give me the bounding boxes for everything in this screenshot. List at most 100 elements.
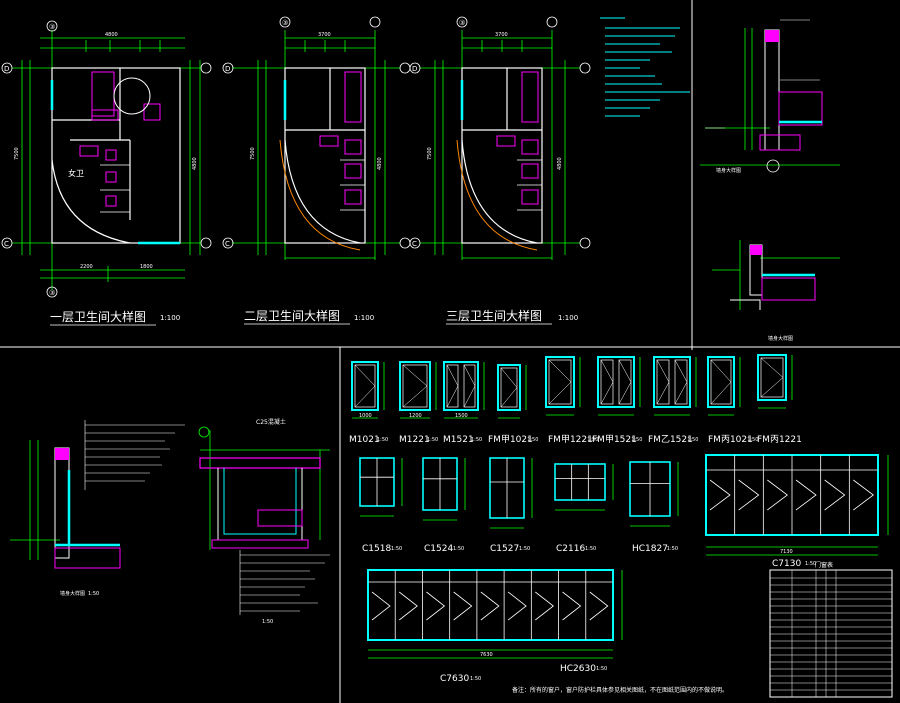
door-scale: 1:50 (527, 437, 538, 443)
window-c7130-code: C7130 (772, 559, 801, 569)
door-swing-mark (618, 359, 632, 405)
door-code: FM丙1021 (708, 434, 753, 445)
plan-3-fixtures (496, 71, 539, 205)
door-code: FM乙1521 (648, 434, 693, 445)
plan-3-dim-width: 3700 (495, 32, 508, 38)
door-frame (597, 356, 635, 408)
plan-3-title: 三层卫生间大样图 (446, 308, 542, 323)
door-scale: 1:50 (471, 437, 482, 443)
pit-lining (223, 468, 297, 535)
door-code: FM甲1521 (592, 434, 637, 445)
plan-3-dim-mid: 4800 (557, 157, 563, 170)
door-scale: 1:50 (377, 437, 388, 443)
door-frame (351, 361, 379, 411)
door-swing-mark (760, 357, 784, 398)
plan-1-windows (50, 80, 180, 245)
pit-sump (257, 509, 303, 527)
door-frame (443, 361, 479, 411)
door-swing-mark (710, 359, 732, 405)
door-swing-mark (402, 364, 428, 408)
door-frame (707, 356, 735, 408)
door-code: M1021 (349, 435, 380, 445)
pit-leaders (239, 550, 330, 615)
c7630-chevron (535, 591, 554, 621)
door-code: FM甲1021 (488, 434, 533, 445)
c7130-chevron (709, 479, 731, 511)
plan-3-walls (461, 67, 543, 244)
door-swing-mark (656, 359, 670, 405)
schedule-frame (769, 569, 893, 698)
window-scale: 1:50 (585, 546, 596, 552)
window-c7130: 7130 C7130 1:50 (705, 454, 889, 569)
window-code: C2116 (556, 544, 585, 554)
plan-1-axis-d: D (4, 65, 9, 73)
window-scale: 1:50 (519, 546, 530, 552)
door-window-schedule: 门窗表 (769, 561, 893, 698)
wall-detail-leaders (84, 420, 185, 490)
door-frame (757, 354, 787, 401)
design-notes-block (600, 17, 690, 117)
door-frame (399, 361, 431, 411)
pit-detail: C25混凝土 1:50 (198, 418, 330, 625)
plan-2-stalls (340, 159, 365, 211)
wall-section-upper-footing (759, 134, 801, 151)
door-scale: 1:50 (587, 437, 598, 443)
window-c7130-dim: 7130 (780, 549, 793, 555)
door-swing-mark (548, 359, 572, 405)
schedule-footnote: 备注：所有的窗户，窗户防护栏具体参见相关图纸，不在图纸范围内的不做说明。 (512, 686, 728, 694)
wall-detail-cap (55, 448, 69, 460)
plan-1-dim-mid: 4800 (192, 157, 198, 170)
door-8: FM丙1221 (757, 354, 802, 445)
c7130-chevron (738, 479, 760, 511)
window-c7630-frame (367, 569, 614, 641)
wall-detail-title: 墙身大样图 (60, 590, 85, 597)
window-code: C1524 (424, 544, 453, 554)
pit-title: C25混凝土 (256, 418, 286, 426)
door-swing-mark (463, 364, 476, 408)
door-scale: 1:50 (427, 437, 438, 443)
wall-section-upper-hatch (778, 91, 823, 126)
door-elevations: M10211:501000M12211:501200M15211:501500F… (349, 354, 802, 445)
window-code: C1527 (490, 544, 519, 554)
plan-3-axis-c: C (412, 240, 417, 248)
wall-section-lower-cap (750, 245, 762, 255)
plan-1-dim-right: 1800 (140, 264, 153, 270)
plan-1: 女卫 ③ ③ D C 4800 2200 1800 7500 4800 一层卫生… (1, 20, 212, 326)
plan-2-dim-mid: 4800 (377, 157, 383, 170)
wall-section-lower-hatch (761, 277, 816, 301)
plan-2-scale: 1:100 (354, 314, 374, 322)
plan-2: ③ D C 3700 7500 4800 二层卫生间大样图 1:100 (222, 16, 411, 325)
door-swing-mark (354, 364, 376, 408)
pit-marker (198, 426, 210, 438)
door-frame (545, 356, 575, 408)
plan-1-title: 一层卫生间大样图 (50, 309, 146, 324)
c7630-chevron (589, 591, 609, 621)
plan-1-axis-top: ③ (49, 23, 55, 31)
wall-section-upper-cap (765, 30, 779, 42)
wall-detail-dims (10, 440, 60, 560)
plan-1-dim-height: 7500 (14, 147, 20, 160)
door-code: FM甲1221 (548, 434, 593, 445)
window-scale: 1:50 (667, 546, 678, 552)
plan-1-scale: 1:100 (160, 314, 180, 322)
window-code: HC1827 (632, 544, 668, 554)
c7630-chevron (562, 591, 582, 621)
plan-2-dim-height: 7500 (250, 147, 256, 160)
plan-1-axis-markers (1, 20, 212, 298)
door-dim: 1200 (409, 413, 422, 419)
c7130-chevron (853, 479, 874, 511)
plan-2-axis-c: C (225, 240, 230, 248)
plan-1-stalls (100, 164, 130, 213)
door-code: FM丙1221 (757, 434, 802, 445)
door-dim: 1500 (455, 413, 468, 419)
plan-2-walls (284, 67, 366, 244)
window-c7630: 7630 C7630 1:50 HC2630 1:50 (367, 569, 623, 684)
